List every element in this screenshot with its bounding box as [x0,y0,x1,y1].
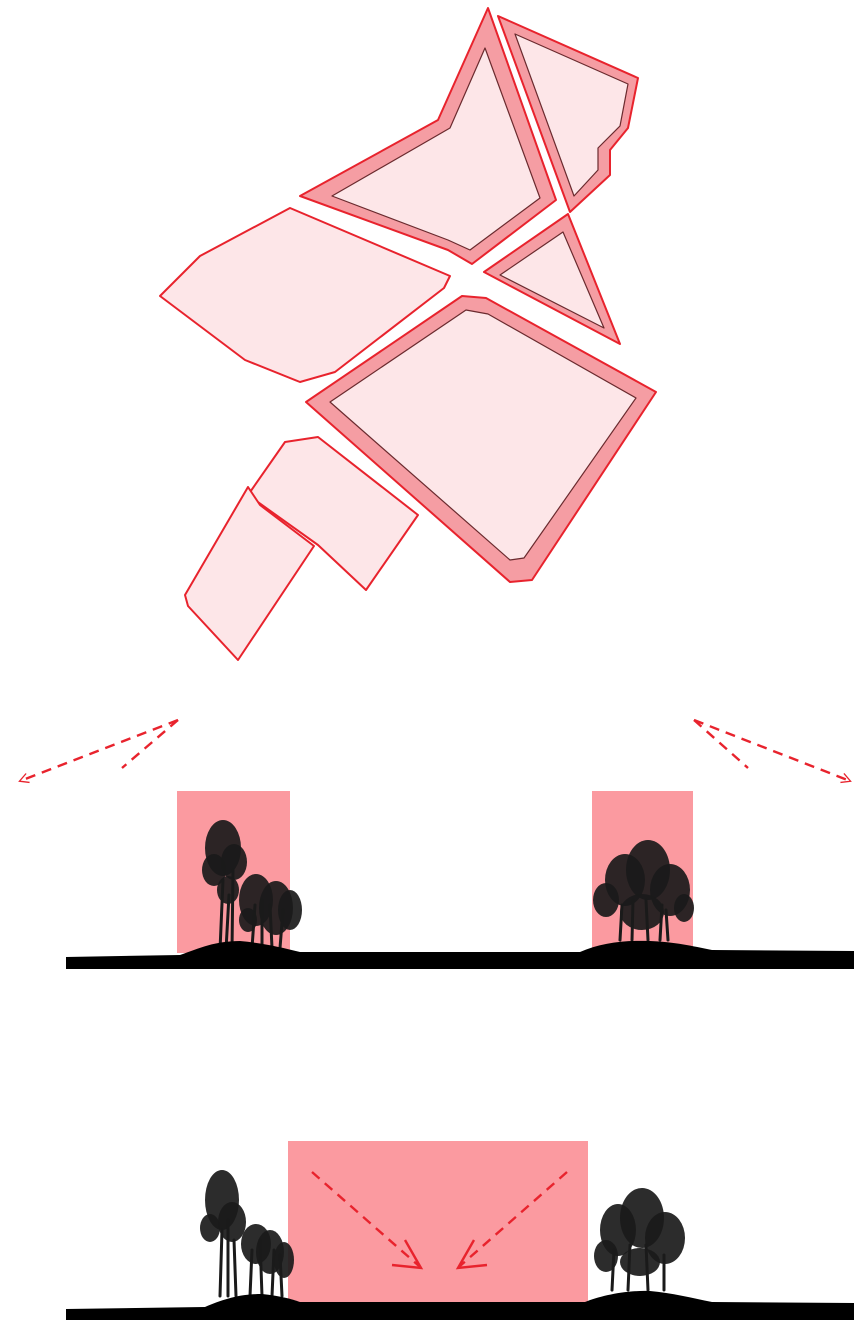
ground-line-1 [66,940,854,969]
buffer-zone-center [288,1141,588,1302]
tree-group-right [593,840,694,942]
arrowhead-inward-right [455,1239,488,1270]
tree-group-right-2 [594,1188,685,1292]
arrow-upper-left [18,718,179,784]
parcel-west-quad [159,207,451,383]
section-inward-view [66,1141,854,1320]
parcel-south-strip [184,486,315,661]
arrow-lower-right [693,719,749,769]
arrow-lower-left [121,719,179,769]
parcel-triangle [483,213,621,345]
arrow-inward-right [459,1171,568,1267]
parcel-southeast-quad [305,295,657,583]
section-outward-views [18,718,854,969]
parcel-northeast-strip [497,15,639,213]
arrow-upper-right [693,718,852,784]
tree-group-left-2 [200,1170,294,1298]
tree-group-left [202,820,302,952]
site-plan [159,7,657,661]
parcel-north-kite [299,7,557,265]
arrowhead-inward-left [391,1239,424,1270]
ground-line-2 [66,1290,854,1320]
arrow-inward-left [311,1171,420,1267]
